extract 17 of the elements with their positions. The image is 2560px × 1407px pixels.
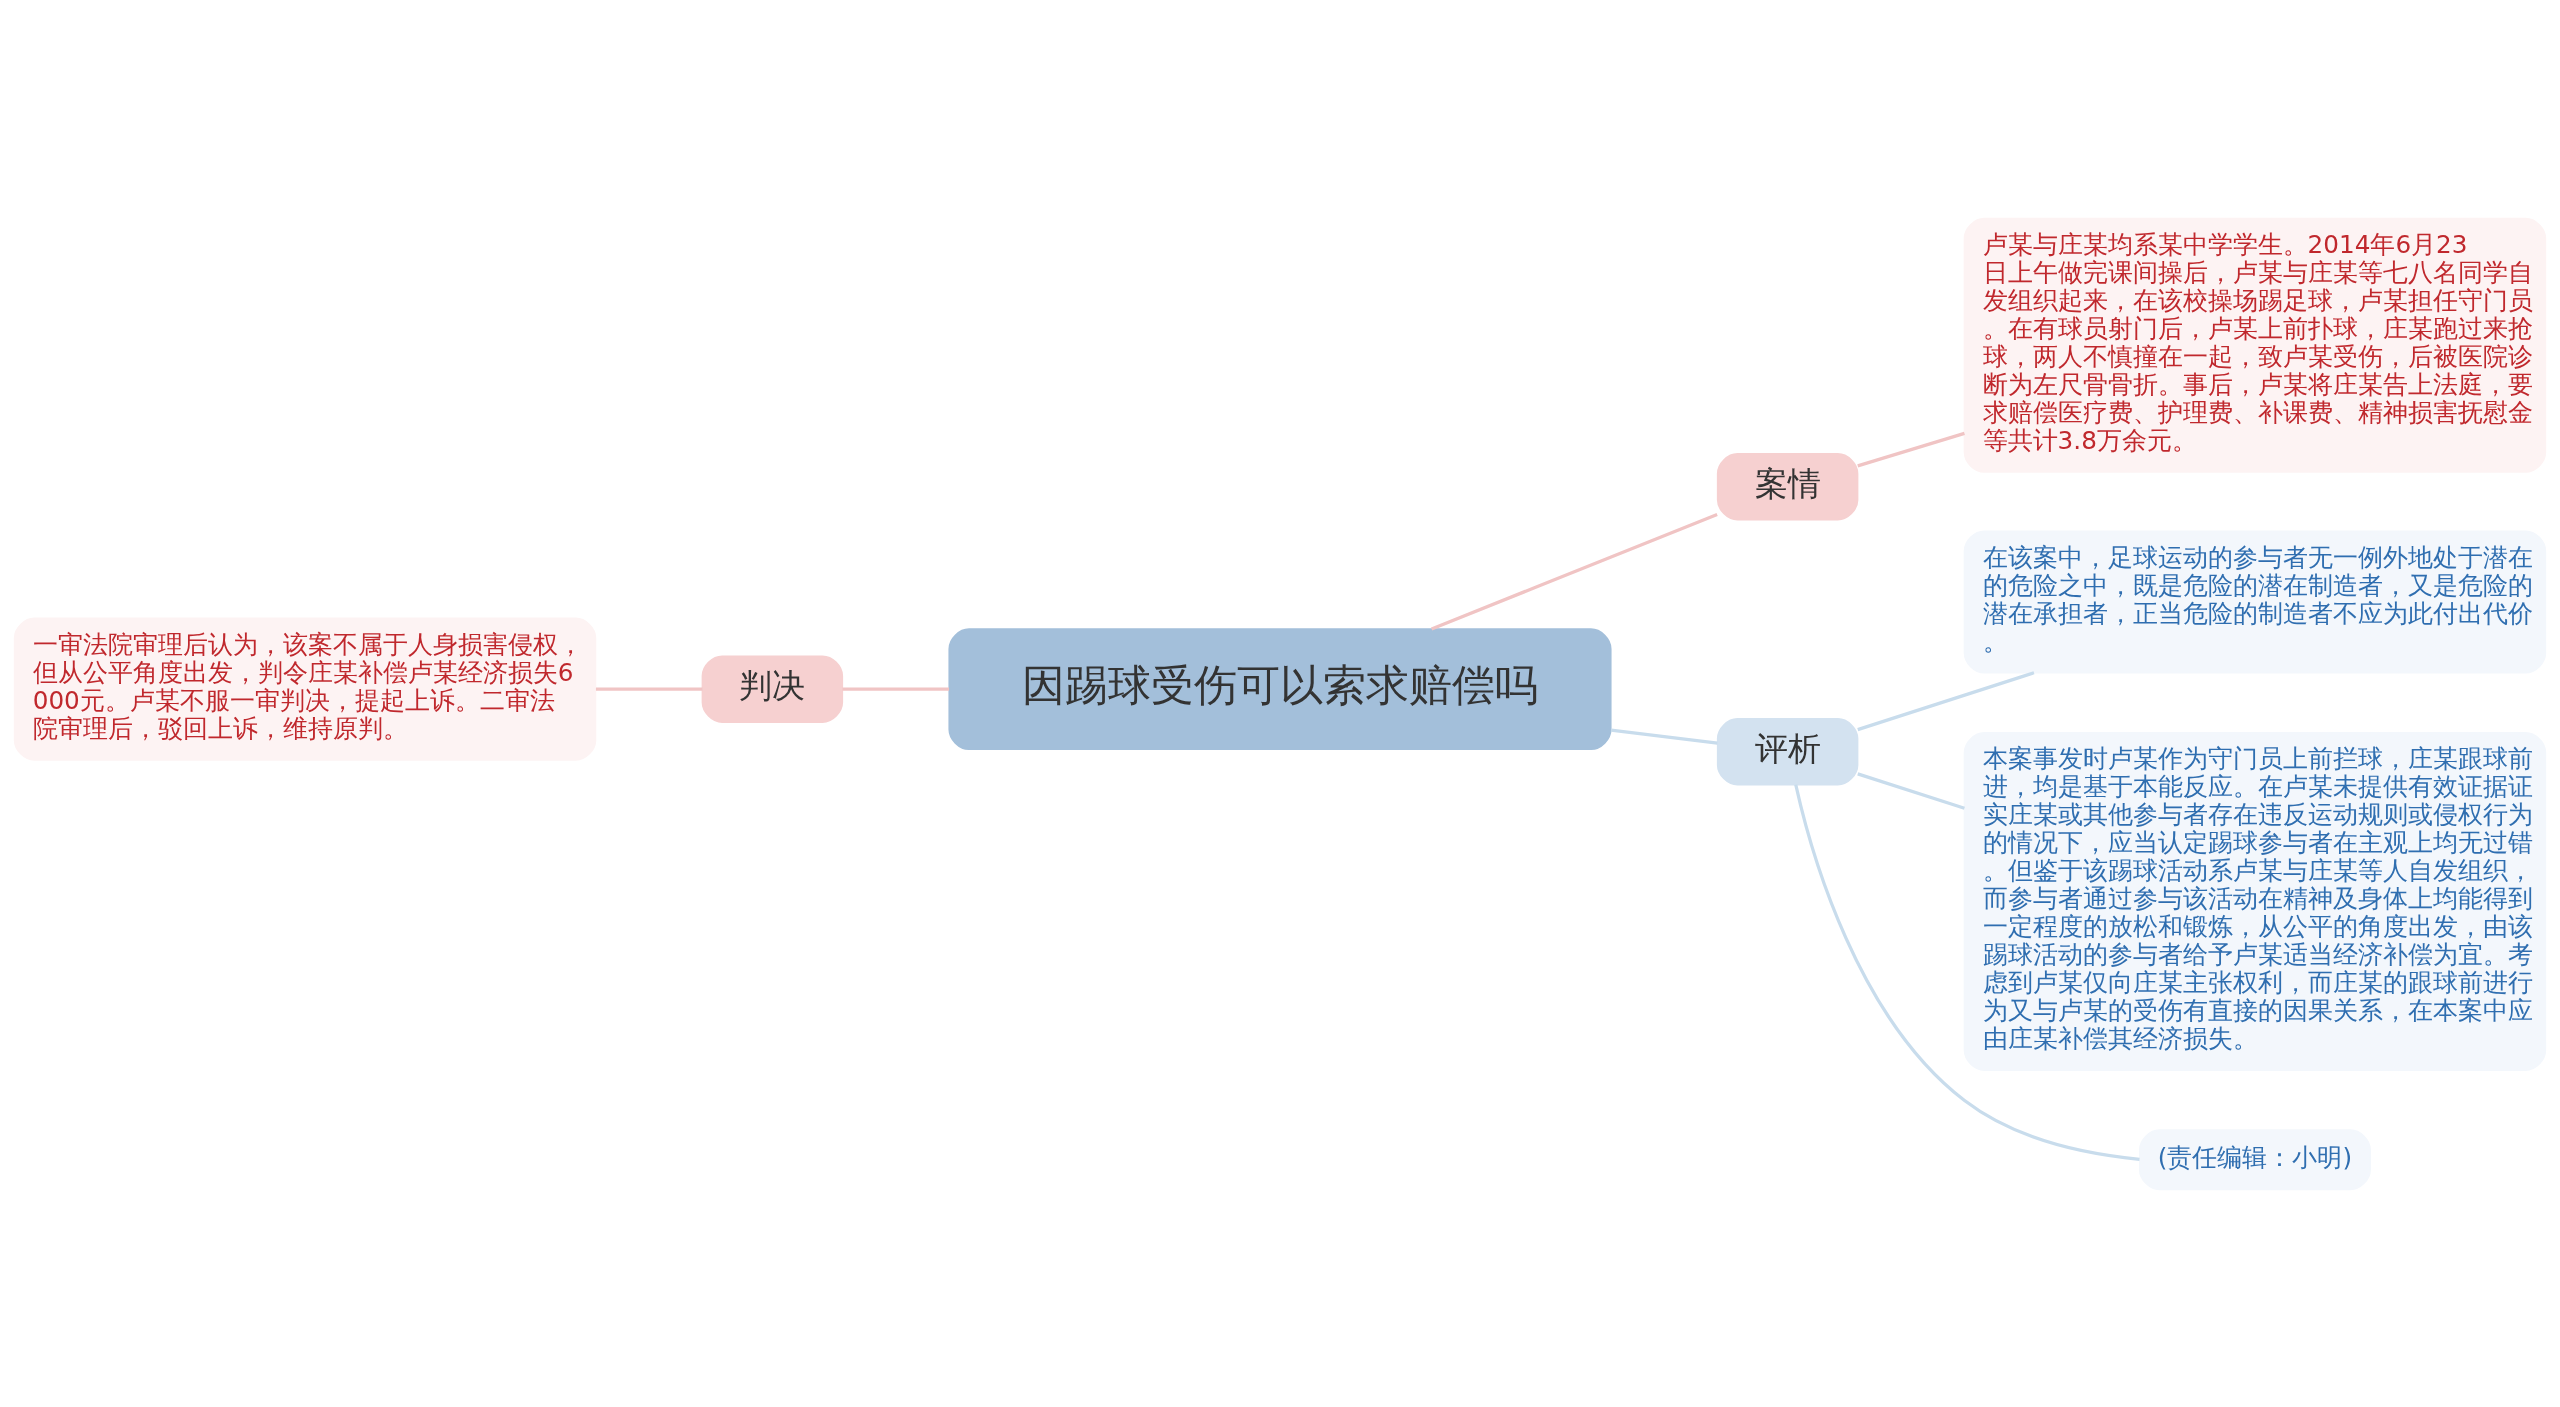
node-box: 判决 [701, 654, 844, 723]
connector [842, 687, 950, 691]
connector [1610, 727, 1718, 745]
node-box: 一审法院审理后认为，该案不属于人身损害侵权，但从公平角度出发，判令庄某补偿卢某经济损失6000元。卢某不服一审判决，提起上诉。二审法院审理后，驳回上诉，维持原判。 [13, 617, 597, 761]
node-box: 案情 [1716, 452, 1859, 521]
node-box: 卢某与庄某均系某中学学生。2014年6月23日上午做完课间操后，卢某与庄某等七八名同学自发组织起来，在该校操场踢足球，卢某担任守门员。在有球员射门后，卢某上前扑球，庄某跑过来抢球，两人不慎撞在一起，致卢某受伤，后被医院诊断为左尺骨骨折。事后，卢某将庄某告上法庭，要求赔偿医疗费、护理费、补课费、精神损害抚慰金等共计3.8万余元。 [1963, 217, 2547, 473]
node-box: 评析 [1716, 717, 1859, 785]
connector [1857, 431, 1965, 467]
connector [1857, 771, 1965, 810]
node-box: 因踢球受伤可以索求赔偿吗 [948, 627, 1612, 750]
connector [1857, 670, 2035, 731]
node-box: 在该案中，足球运动的参与者无一例外地处于潜在的危险之中，既是危险的潜在制造者，又是危险的潜在承担者，正当危险的制造者不应为此付出代价。 [1963, 529, 2547, 674]
connector [595, 687, 703, 691]
connector [1794, 783, 2140, 1161]
node-box: (责任编辑：小明) [2138, 1128, 2371, 1190]
connector [1431, 512, 1718, 631]
node-box: 本案事发时卢某作为守门员上前拦球，庄某跟球前进，均是基于本能反应。在卢某未提供有效证据证实庄某或其他参与者存在违反运动规则或侵权行为的情况下，应当认定踢球参与者在主观上均无过错。但鉴于该踢球活动系卢某与庄某等人自发组织，而参与者通过参与该活动在精神及身体上均能得到一定程度的放松和锻炼，从公平的角度出发，由该踢球活动的参与者给予卢某适当经济补偿为宜。考虑到卢某仅向庄某主张权利，而庄某的跟球前进行为又与卢某的受伤有直接的因果关系，在本案中应由庄某补偿其经济损失。 [1963, 731, 2547, 1071]
